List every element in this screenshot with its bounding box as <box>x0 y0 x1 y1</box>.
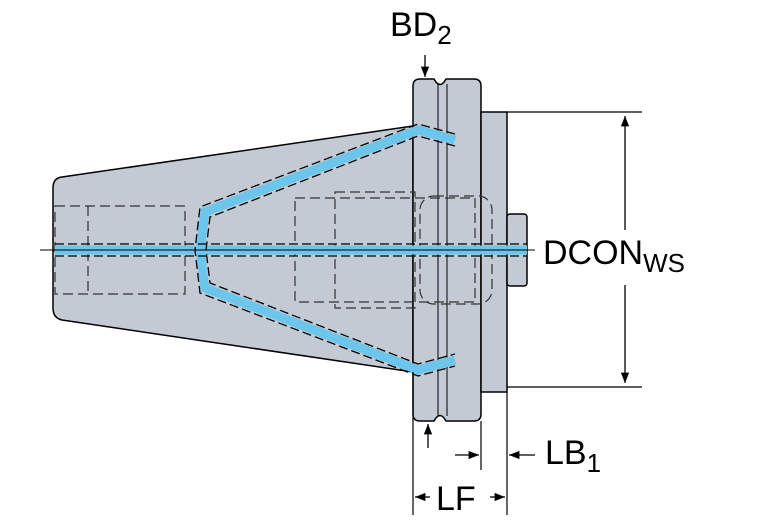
dcon-label: DCONWS <box>543 234 685 278</box>
extension-lines <box>412 372 508 515</box>
dcon-dimension <box>507 111 642 388</box>
bd-label: BD2 <box>390 6 452 50</box>
lb-label: LB1 <box>545 434 602 478</box>
lf-label: LF <box>434 480 478 518</box>
